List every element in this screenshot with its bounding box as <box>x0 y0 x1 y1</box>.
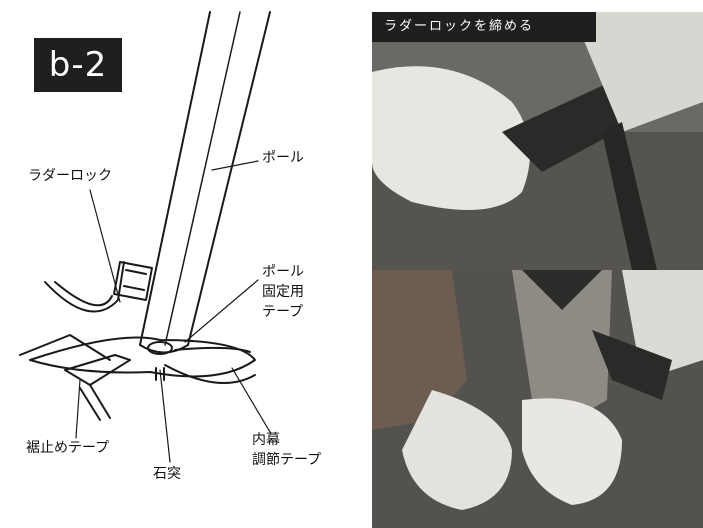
pole-fixing-tape-line-3: テープ <box>262 304 304 320</box>
inner-tent-tape-line-2: 調節テープ <box>252 452 322 468</box>
ladder-lock-label: ラダーロック <box>28 168 112 184</box>
step-badge: b-2 <box>34 38 122 92</box>
inner-tent-tape-line-1: 内幕 <box>252 432 280 448</box>
photo-bottom <box>372 270 703 528</box>
stone-projection-label: 石突 <box>153 466 181 482</box>
photo-caption: ラダーロックを締める <box>372 12 596 42</box>
pole-label: ポール <box>262 150 304 166</box>
hem-tape-label: 裾止めテープ <box>26 440 110 456</box>
pole-diagram <box>19 11 271 463</box>
photo-top-image <box>372 12 703 270</box>
pole-fixing-tape-line-1: ポール <box>262 264 304 280</box>
pole-fixing-tape-label: ポール 固定用 テープ <box>262 262 342 322</box>
illustration-panel: b-2 ラダーロック ポール ポール 固定用 テープ 裾止めテープ 石突 内幕 … <box>19 11 352 482</box>
pole-fixing-tape-line-2: 固定用 <box>262 284 304 300</box>
photo-top <box>372 12 703 270</box>
photo-bottom-image <box>372 270 703 528</box>
inner-tent-tape-label: 内幕 調節テープ <box>252 430 352 470</box>
